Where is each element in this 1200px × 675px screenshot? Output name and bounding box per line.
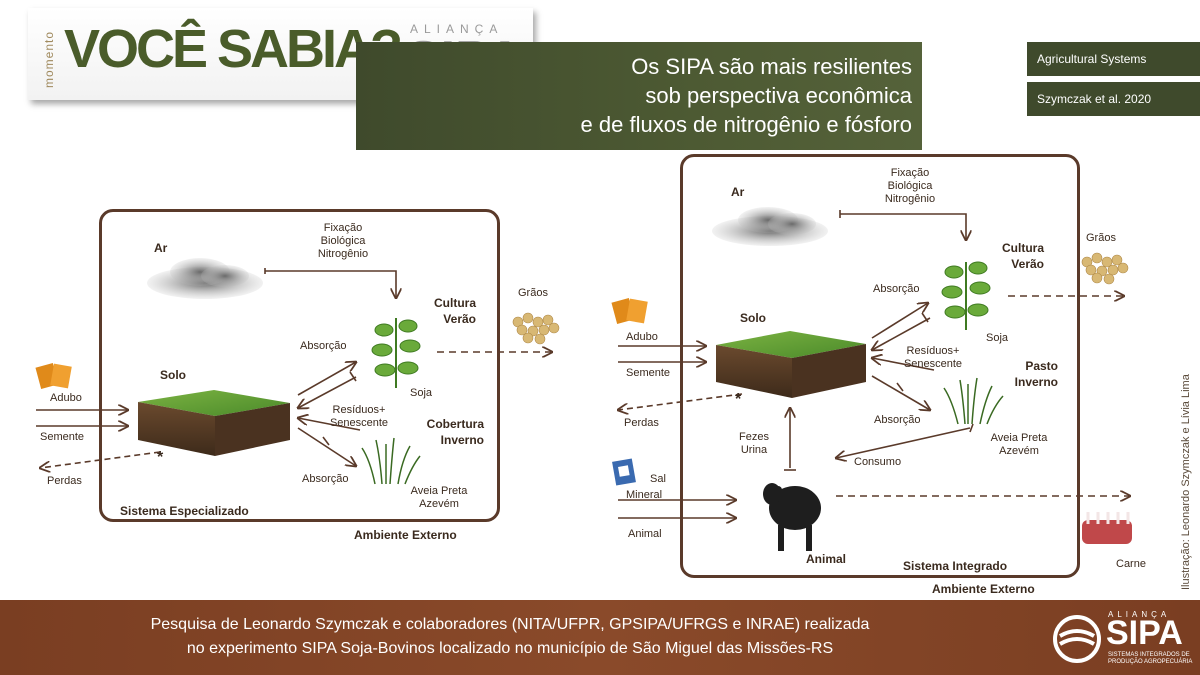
illustration-credit: Ilustração: Leonardo Szymczak e Lívia Li… <box>1180 374 1192 590</box>
left-soy-label: Soja <box>410 387 433 399</box>
left-fertilizer-label: Adubo <box>50 392 82 404</box>
cow-icon <box>763 483 821 551</box>
alianca-text: ALIANÇA <box>410 22 504 36</box>
reference-journal: Agricultural Systems <box>1027 42 1200 76</box>
svg-text:*: * <box>157 449 164 466</box>
right-oat-grass-icon <box>943 377 1004 425</box>
left-losses-label: Perdas <box>47 475 82 487</box>
left-residues-label: Resíduos+Senescente <box>329 404 389 429</box>
right-absorption-top-label: Absorção <box>873 283 920 295</box>
animal-label: Animal <box>806 552 847 566</box>
footer-text-line-1: Pesquisa de Leonardo Szymczak e colabora… <box>150 616 870 633</box>
left-soybean-plant-icon <box>371 318 421 388</box>
left-soil-label: Solo <box>160 368 186 382</box>
right-losses-label: Perdas <box>624 417 659 429</box>
right-air-label: Ar <box>731 185 745 199</box>
meat-icon <box>1082 512 1132 544</box>
salt-label: Sal <box>650 473 666 485</box>
left-absorption-bottom-label: Absorção <box>302 473 349 485</box>
right-cloud-icon <box>712 207 828 246</box>
left-oat-grass-icon <box>361 437 421 485</box>
meat-label: Carne <box>1116 558 1146 570</box>
specialized-system-box <box>99 209 500 522</box>
title-line-1: Os SIPA são mais resilientes <box>631 54 912 79</box>
footer-alianca-text: ALIANÇA <box>1108 610 1171 619</box>
mineral-salt-icon <box>612 458 636 486</box>
reference-authors: Szymczak et al. 2020 <box>1027 82 1200 116</box>
left-grains-label: Grãos <box>518 287 548 299</box>
right-residues-label: Resíduos+Senescente <box>903 345 963 370</box>
title-banner: Os SIPA são mais resilientes sob perspec… <box>356 42 922 150</box>
voce-sabia-text: VOCÊ SABIA? <box>64 19 403 79</box>
footer: Pesquisa de Leonardo Szymczak e colabora… <box>0 600 1200 675</box>
right-fertilizer-icon <box>611 298 648 324</box>
right-soil-label: Solo <box>740 311 766 325</box>
footer-sipa-text: SIPA <box>1106 614 1183 652</box>
title-line-3: e de fluxos de nitrogênio e fósforo <box>580 112 912 137</box>
right-absorption-bottom-label: Absorção <box>874 414 921 426</box>
left-cloud-icon <box>147 258 263 299</box>
left-fertilizer-icon <box>35 363 72 389</box>
animal-input-label: Animal <box>628 528 662 540</box>
alianca-sipa-logo: ALIANÇA SIPA SISTEMAS INTEGRADOS DE PROD… <box>1052 608 1192 668</box>
title-line-2: sob perspectiva econômica <box>645 83 912 108</box>
sipa-logo-icon <box>1053 615 1101 663</box>
specialized-system-label: Sistema Especializado <box>120 504 249 518</box>
svg-text:*: * <box>735 391 742 408</box>
left-grains-icon <box>512 312 560 345</box>
right-grains-icon <box>1081 252 1129 285</box>
right-seed-label: Semente <box>626 367 671 379</box>
consumption-label: Consumo <box>854 456 902 468</box>
footer-sipa-subtitle: SISTEMAS INTEGRADOS DE PRODUÇÃO AGROPECU… <box>1108 652 1193 665</box>
left-seed-label: Semente <box>40 431 85 443</box>
integrated-system-label: Sistema Integrado <box>903 559 1008 573</box>
right-soy-label: Soja <box>986 332 1009 344</box>
right-soybean-plant-icon <box>941 261 991 330</box>
right-grains-label: Grãos <box>1086 232 1116 244</box>
mineral-label: Mineral <box>626 489 663 501</box>
left-absorption-top-label: Absorção <box>300 340 347 352</box>
right-soil-block-icon <box>716 331 866 398</box>
left-air-label: Ar <box>154 241 168 255</box>
footer-text-line-2: no experimento SIPA Soja-Bovinos localiz… <box>186 640 834 657</box>
left-external-env-label: Ambiente Externo <box>354 528 457 542</box>
right-external-env-label: Ambiente Externo <box>932 582 1035 596</box>
right-fertilizer-label: Adubo <box>626 331 658 343</box>
left-soil-block-icon <box>138 390 290 456</box>
